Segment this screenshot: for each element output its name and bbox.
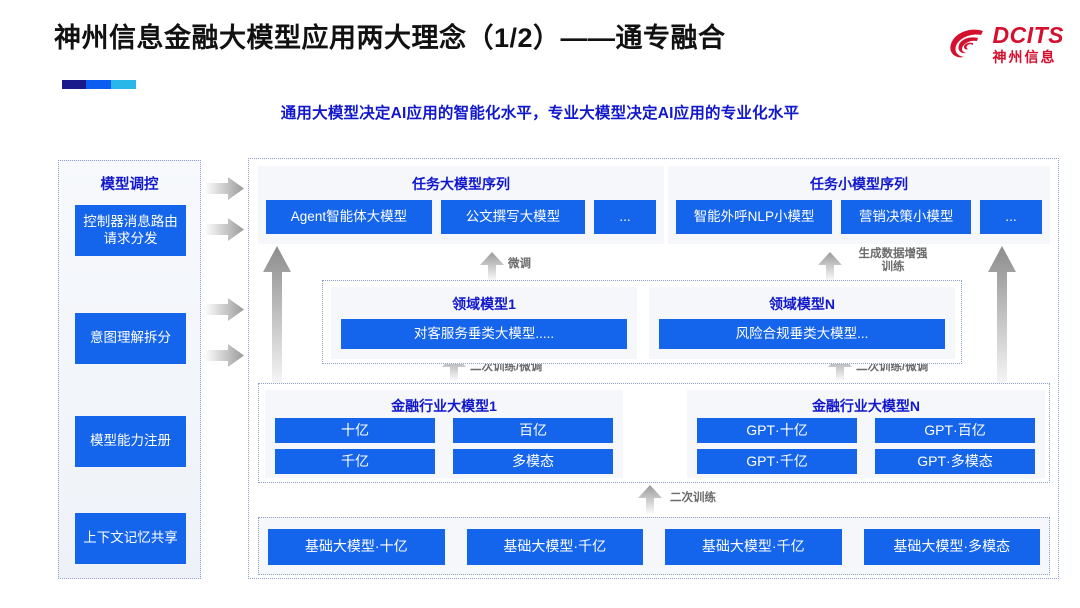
task-small-model-items: 智能外呼NLP小模型 营销决策小模型 ... xyxy=(676,200,1043,234)
logo-cn-text: 神州信息 xyxy=(992,49,1057,65)
flow-label-finetune-left: 微调 xyxy=(508,258,531,270)
flow-arrow-right-4 xyxy=(204,344,244,367)
industry-model-1: 金融行业大模型1 十亿 百亿 千亿 多模态 xyxy=(265,390,623,478)
industry-model-band: 金融行业大模型1 十亿 百亿 千亿 多模态 金融行业大模型N GPT·十亿 GP… xyxy=(258,383,1050,483)
domain-model-n-title: 领域模型N xyxy=(768,296,836,312)
domain-model-1: 领域模型1 对客服务垂类大模型..... xyxy=(331,287,637,359)
page-subtitle: 通用大模型决定AI应用的智能化水平，专业大模型决定AI应用的专业化水平 xyxy=(280,105,800,122)
industry-model-1-item-3[interactable]: 千亿 xyxy=(275,449,435,474)
control-item-intent[interactable]: 意图理解拆分 xyxy=(75,313,186,364)
industry-model-n: 金融行业大模型N GPT·十亿 GPT·百亿 GPT·千亿 GPT·多模态 xyxy=(687,390,1045,478)
industry-model-1-item-1[interactable]: 十亿 xyxy=(275,418,435,443)
base-model-item-4[interactable]: 基础大模型·多模态 xyxy=(863,529,1040,565)
flow-label-retrain-finetune-left: 二次训练/微调 xyxy=(470,361,543,373)
task-item-more[interactable]: ... xyxy=(594,200,656,234)
base-model-item-3[interactable]: 基础大模型·千亿 xyxy=(665,529,842,565)
flow-arrow-right-3 xyxy=(204,298,244,321)
task-large-model-items: Agent智能体大模型 公文撰写大模型 ... xyxy=(266,200,656,234)
domain-model-n: 领域模型N 风险合规垂类大模型... xyxy=(649,287,955,359)
flow-label-data-augment-line1: 生成数据增强 xyxy=(858,248,928,260)
task-item-more-small[interactable]: ... xyxy=(980,200,1043,234)
base-model-item-2[interactable]: 基础大模型·千亿 xyxy=(466,529,643,565)
industry-model-1-items: 十亿 百亿 千亿 多模态 xyxy=(275,418,613,474)
base-model-items: 基础大模型·十亿 基础大模型·千亿 基础大模型·千亿 基础大模型·多模态 xyxy=(268,529,1040,565)
domain-model-1-item[interactable]: 对客服务垂类大模型..... xyxy=(341,319,627,349)
task-small-model-sequence: 任务小模型序列 智能外呼NLP小模型 营销决策小模型 ... xyxy=(668,166,1050,244)
industry-model-1-item-2[interactable]: 百亿 xyxy=(453,418,613,443)
task-large-model-sequence-title: 任务大模型序列 xyxy=(412,176,510,192)
model-control-title: 模型调控 xyxy=(100,177,159,193)
brand-logo: DCITS 神州信息 xyxy=(947,18,1065,70)
industry-model-n-item-2[interactable]: GPT·百亿 xyxy=(875,418,1035,443)
flow-label-data-augment: 生成数据增强 训练 xyxy=(848,248,938,274)
task-large-model-sequence: 任务大模型序列 Agent智能体大模型 公文撰写大模型 ... xyxy=(258,166,664,244)
domain-model-band: 领域模型1 对客服务垂类大模型..... 领域模型N 风险合规垂类大模型... xyxy=(322,280,962,364)
accent-segment-3 xyxy=(110,80,136,89)
task-small-model-sequence-title: 任务小模型序列 xyxy=(810,176,908,192)
dcits-swoosh-icon xyxy=(947,24,987,64)
flow-arrow-up-tall-left xyxy=(263,246,291,401)
base-model-band: 基础大模型·十亿 基础大模型·千亿 基础大模型·千亿 基础大模型·多模态 xyxy=(258,517,1050,575)
flow-arrow-up-augment-right xyxy=(818,252,842,287)
accent-segment-2 xyxy=(85,80,111,89)
logo-wordmark: DCITS 神州信息 xyxy=(992,22,1065,65)
task-item-doc-writing-model[interactable]: 公文撰写大模型 xyxy=(440,200,585,234)
base-model-item-1[interactable]: 基础大模型·十亿 xyxy=(268,529,445,565)
industry-model-n-item-3[interactable]: GPT·千亿 xyxy=(697,449,857,474)
industry-model-1-title: 金融行业大模型1 xyxy=(391,398,497,414)
industry-model-n-item-4[interactable]: GPT·多模态 xyxy=(875,449,1035,474)
industry-model-n-items: GPT·十亿 GPT·百亿 GPT·千亿 GPT·多模态 xyxy=(697,418,1035,474)
task-item-agent-model[interactable]: Agent智能体大模型 xyxy=(266,200,432,234)
task-item-nlp-outbound-model[interactable]: 智能外呼NLP小模型 xyxy=(676,200,833,234)
flow-arrow-up-retrain-center xyxy=(638,485,662,520)
flow-label-data-augment-line2: 训练 xyxy=(881,261,905,274)
control-item-context-memory[interactable]: 上下文记忆共享 xyxy=(75,513,186,564)
accent-bar xyxy=(62,80,136,89)
model-control-panel: 模型调控 控制器消息路由请求分发 意图理解拆分 模型能力注册 上下文记忆共享 xyxy=(58,160,201,579)
flow-arrow-up-tall-right xyxy=(988,246,1016,401)
industry-model-n-title: 金融行业大模型N xyxy=(811,398,921,414)
flow-label-retrain-center: 二次训练 xyxy=(670,492,716,504)
task-item-marketing-decision-model[interactable]: 营销决策小模型 xyxy=(841,200,972,234)
control-item-capability-register[interactable]: 模型能力注册 xyxy=(75,416,186,467)
accent-segment-1 xyxy=(62,80,86,89)
logo-en-text: DCITS xyxy=(992,22,1064,48)
flow-arrow-right-2 xyxy=(204,218,244,241)
flow-arrow-up-finetune-left xyxy=(480,252,504,287)
domain-model-n-item[interactable]: 风险合规垂类大模型... xyxy=(659,319,945,349)
domain-model-1-title: 领域模型1 xyxy=(452,296,516,312)
industry-model-n-item-1[interactable]: GPT·十亿 xyxy=(697,418,857,443)
control-item-router[interactable]: 控制器消息路由请求分发 xyxy=(75,205,186,256)
flow-arrow-right-1 xyxy=(204,177,244,200)
flow-label-retrain-finetune-right: 二次训练/微调 xyxy=(856,361,929,373)
page-title: 神州信息金融大模型应用两大理念（1/2）——通专融合 xyxy=(54,23,726,53)
industry-model-1-item-4[interactable]: 多模态 xyxy=(453,449,613,474)
